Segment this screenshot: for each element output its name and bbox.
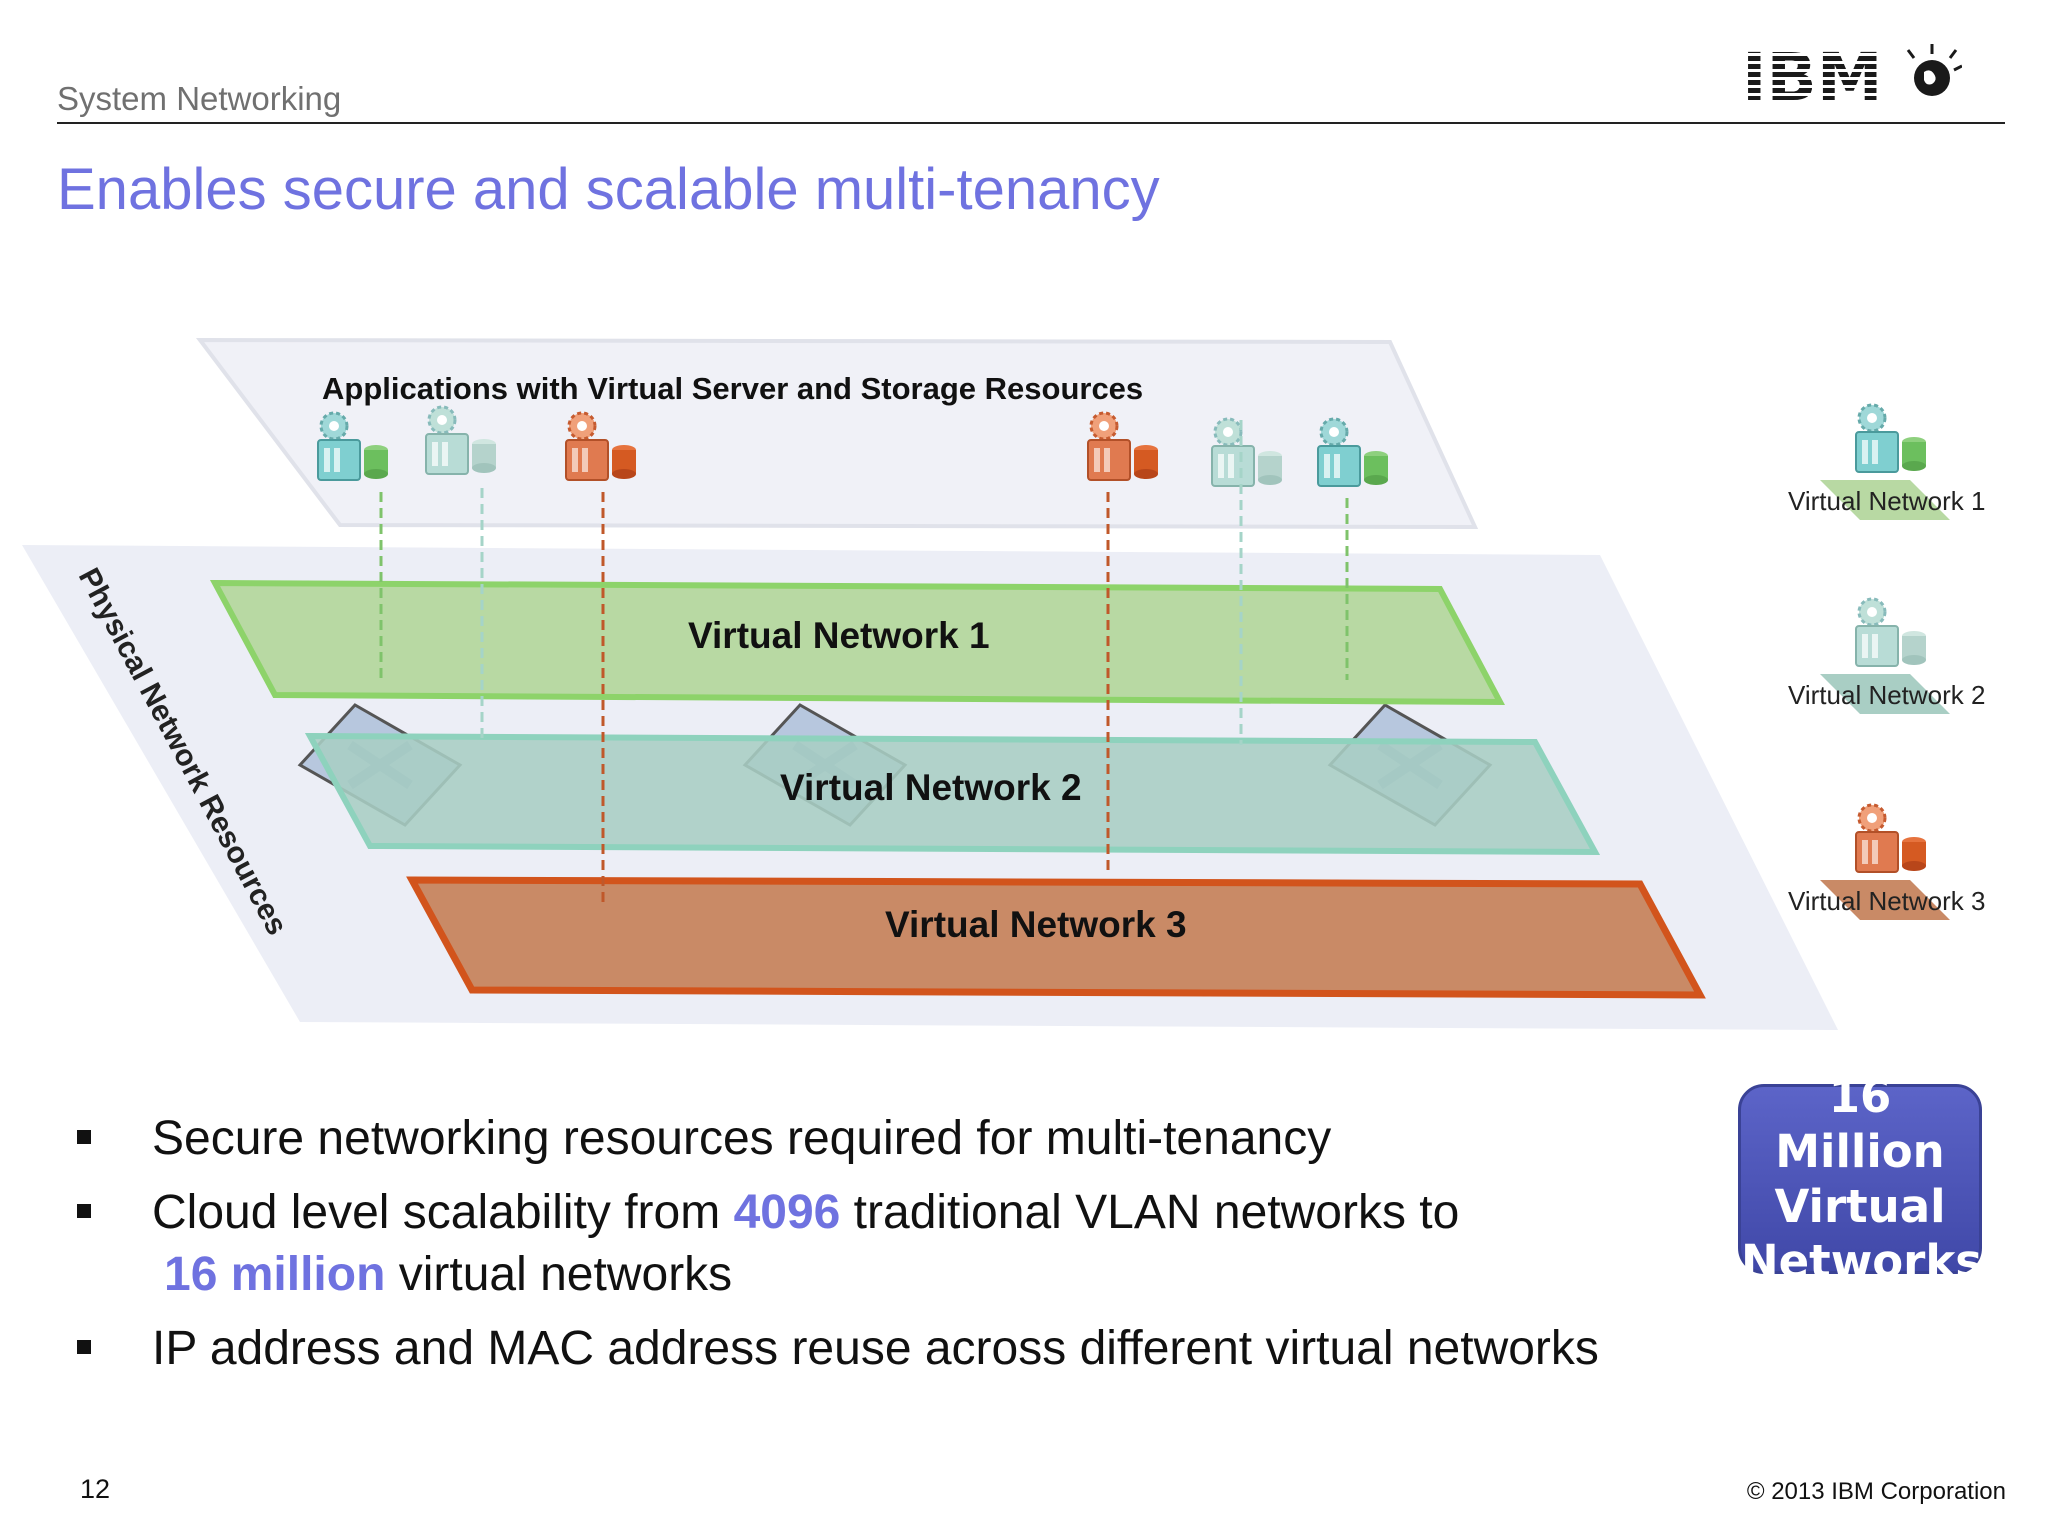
virtual-network-count-highlight: 16 million [164, 1248, 386, 1301]
virtual-network-2-label: Virtual Network 2 [780, 767, 1082, 808]
legend-item-vn3: Virtual Network 3 [1788, 803, 1986, 920]
section-label: System Networking [57, 80, 342, 117]
capacity-badge: 16 Million Virtual Networks [1738, 1070, 1982, 1288]
page-number: 12 [80, 1474, 111, 1504]
bullet-marker [77, 1204, 91, 1218]
badge-line: Networks [1741, 1235, 1983, 1288]
bullet-list: Secure networking resources required for… [72, 1108, 1712, 1392]
virtual-network-1-label: Virtual Network 1 [688, 615, 990, 656]
ibm-logo-text: IBM [1742, 40, 1883, 110]
legend-label-vn2: Virtual Network 2 [1788, 680, 1986, 710]
virtual-network-2-bar [304, 732, 1601, 856]
slide-title: Enables secure and scalable multi-tenanc… [57, 157, 1160, 222]
badge-line: Virtual [1774, 1180, 1946, 1233]
legend-item-vn1: Virtual Network 1 [1788, 403, 1986, 520]
globe-icon [1906, 44, 1962, 96]
ibm-logo: IBM [1742, 40, 1962, 110]
bullet-item: Secure networking resources required for… [72, 1108, 1712, 1170]
vn2-connections [480, 420, 1243, 745]
copyright: © 2013 IBM Corporation [1746, 1478, 2006, 1505]
virtual-network-1-bar [209, 579, 1506, 706]
vn1-connections [379, 492, 1349, 680]
header-rule [57, 122, 2005, 124]
bullet-text: IP address and MAC address reuse across … [152, 1322, 1599, 1375]
multi-tenancy-diagram: Physical Network Resources Applications … [22, 337, 1986, 1030]
bullet-marker [77, 1130, 91, 1144]
bullet-item: Cloud level scalability from 4096 tradit… [72, 1182, 1712, 1306]
applications-label: Applications with Virtual Server and Sto… [322, 371, 1143, 406]
legend-item-vn2: Virtual Network 2 [1788, 597, 1986, 714]
virtual-network-3-label: Virtual Network 3 [885, 904, 1187, 945]
virtual-network-3-bar [406, 876, 1706, 999]
applications-layer [195, 337, 1479, 530]
legend-label-vn1: Virtual Network 1 [1788, 486, 1986, 516]
bullet-text: virtual networks [385, 1248, 733, 1301]
vn3-connections [601, 492, 1110, 905]
bullet-marker [77, 1340, 91, 1354]
vlan-count-highlight: 4096 [733, 1186, 841, 1239]
bullet-item: IP address and MAC address reuse across … [72, 1318, 1712, 1380]
bullet-text: Secure networking resources required for… [152, 1112, 1332, 1165]
bullet-text: traditional VLAN networks to [840, 1186, 1460, 1239]
badge-line: 16 Million [1775, 1070, 1945, 1178]
bullet-text: Cloud level scalability from [152, 1186, 734, 1239]
legend-label-vn3: Virtual Network 3 [1788, 886, 1986, 916]
